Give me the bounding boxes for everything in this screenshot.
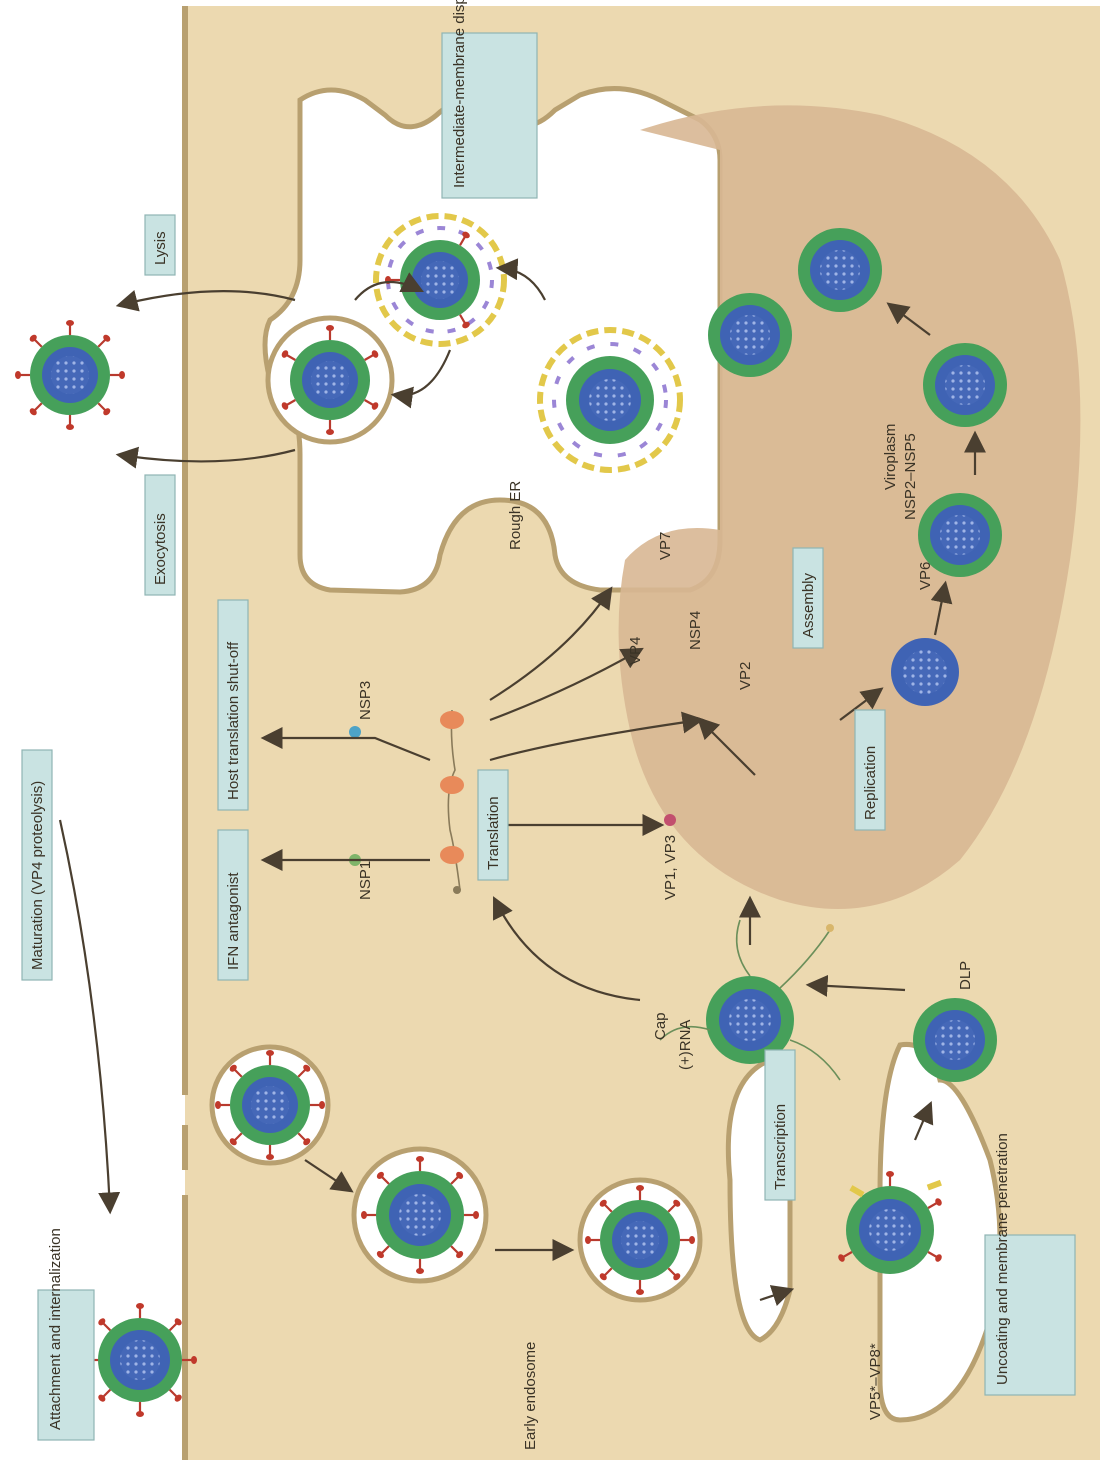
- virion-tlp-vesicle: [361, 1156, 479, 1274]
- replication-label: Replication: [862, 746, 879, 820]
- virion-released: [15, 320, 125, 430]
- virion-tlp-budding: [215, 1050, 325, 1160]
- lysis-box: Lysis: [145, 215, 175, 275]
- virion-dlp: [913, 998, 997, 1082]
- rough-er-label: Rough ER: [507, 481, 524, 550]
- lysis-label: Lysis: [152, 231, 169, 265]
- replication-box: Replication: [855, 710, 885, 830]
- cap-label: Cap: [652, 1012, 669, 1040]
- intermediate-label: Intermediate-membrane displacement by VP…: [451, 0, 468, 188]
- maturation-box: Maturation (VP4 proteolysis): [22, 750, 52, 980]
- assembly-label: Assembly: [800, 572, 817, 638]
- maturation-label: Maturation (VP4 proteolysis): [29, 781, 46, 970]
- transcription-label: Transcription: [772, 1104, 789, 1190]
- virion-tlp-attachment: [83, 1303, 197, 1417]
- dlp-label: DLP: [957, 961, 974, 990]
- vp1-vp3-label: VP1, VP3: [662, 835, 679, 900]
- nsp3-protein-icon: [349, 726, 361, 738]
- virion-replication: [891, 638, 959, 706]
- early-endosome-label: Early endosome: [522, 1342, 539, 1450]
- vp7-label: VP7: [657, 532, 674, 560]
- vp5-vp8-label: VP5*–VP8*: [867, 1343, 884, 1420]
- ifn-box: IFN antagonist: [218, 830, 248, 980]
- virion-dlp-viroplasm-2: [798, 228, 882, 312]
- viroplasm-label: Viroplasm: [882, 424, 899, 490]
- host-shutoff-box: Host translation shut-off: [218, 600, 248, 810]
- vp1-vp3-protein-icon: [664, 814, 676, 826]
- nsp3-label: NSP3: [357, 681, 374, 720]
- attachment-box: Attachment and internalization: [38, 1228, 94, 1440]
- host-shutoff-label: Host translation shut-off: [225, 641, 242, 800]
- assembly-box: Assembly: [793, 548, 823, 648]
- nsp4-label: NSP4: [687, 611, 704, 650]
- nsp1-label: NSP1: [357, 861, 374, 900]
- transcription-box: Transcription: [765, 1050, 795, 1200]
- nsp2-nsp5-label: NSP2–NSP5: [902, 433, 919, 520]
- vp6-label: VP6: [917, 562, 934, 590]
- ifn-label: IFN antagonist: [225, 872, 242, 970]
- exocytosis-label: Exocytosis: [152, 513, 169, 585]
- translation-label: Translation: [485, 796, 502, 870]
- vp4-label: VP4: [627, 637, 644, 665]
- exocytosis-box: Exocytosis: [145, 475, 175, 595]
- vp2-label: VP2: [737, 662, 754, 690]
- translation-box: Translation: [478, 770, 508, 880]
- virion-budding-er: [708, 293, 792, 377]
- uncoating-label: Uncoating and membrane penetration: [994, 1133, 1011, 1385]
- virion-tlp-endosome: [585, 1185, 695, 1295]
- virion-dlp-viroplasm-1: [923, 343, 1007, 427]
- rna-label: (+)RNA: [677, 1020, 694, 1070]
- attachment-label: Attachment and internalization: [47, 1228, 64, 1430]
